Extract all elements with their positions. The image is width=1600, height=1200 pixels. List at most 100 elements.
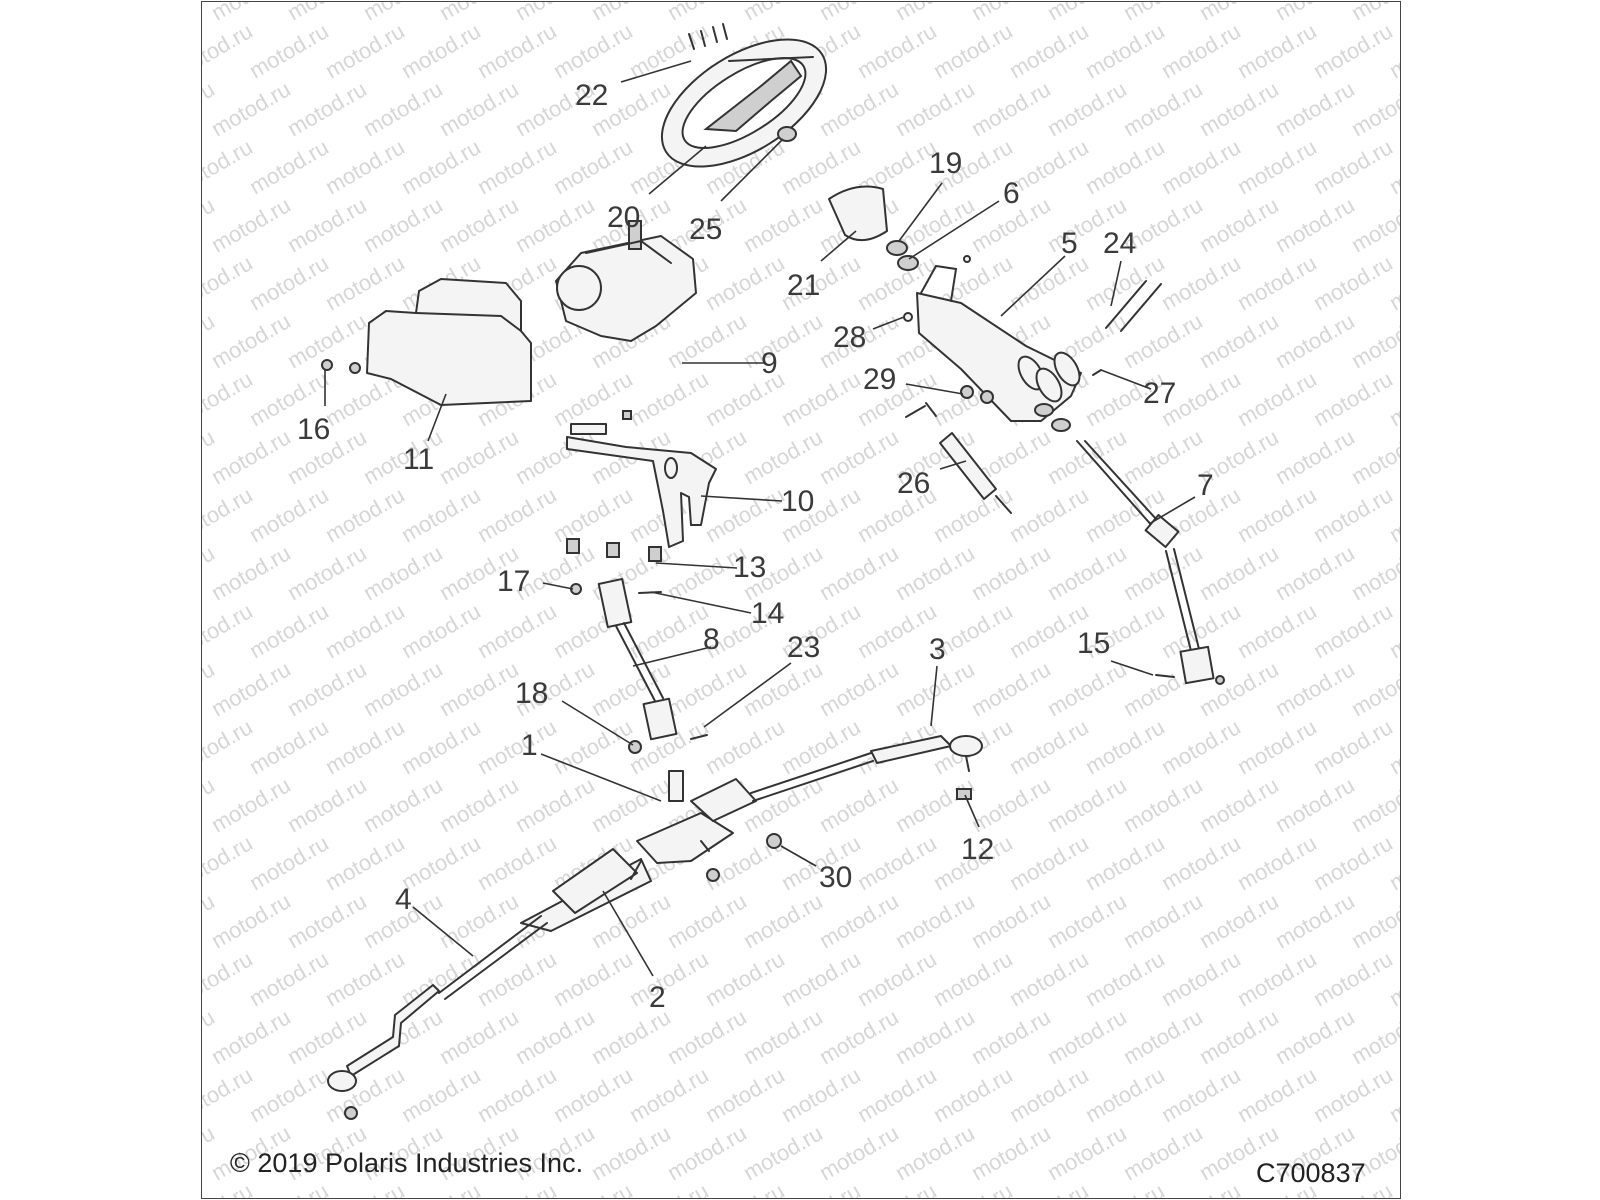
callout-9: 9 [761,347,778,380]
watermark-text: motod.ru [207,540,295,605]
watermark-text: motod.ru [929,18,1017,83]
watermark-text: motod.ru [929,482,1017,547]
watermark-text: motod.ru [1309,1062,1397,1127]
watermark-text: motod.ru [1157,250,1245,315]
watermark-text: motod.ru [1157,18,1245,83]
watermark-text: motod.ru [891,76,979,141]
watermark-text: motod.ru [625,1178,713,1198]
watermark-text: motod.ru [929,946,1017,1011]
watermark-text: motod.ru [1119,76,1207,141]
watermark-text: motod.ru [1309,134,1397,199]
watermark-text: motod.ru [473,1178,561,1198]
watermark-text: motod.ru [815,888,903,953]
watermark-text: motod.ru [815,656,903,721]
watermark-text: motod.ru [587,772,675,837]
watermark-text: motod.ru [967,1120,1055,1185]
watermark-text: motod.ru [1309,482,1397,547]
watermark-text: motod.ru [701,1178,789,1198]
callout-26: 26 [897,467,930,500]
watermark-text: motod.ru [245,482,333,547]
watermark-text: motod.ru [967,772,1055,837]
watermark-text: motod.ru [663,1004,751,1069]
watermark-text: motod.ru [815,424,903,489]
watermark-text: motod.ru [1195,540,1283,605]
watermark-text: motod.ru [207,772,295,837]
callout-22: 22 [575,79,608,112]
callout-21: 21 [787,269,820,302]
watermark-text: motod.ru [245,1062,333,1127]
right-tie-rod [750,735,983,802]
watermark-text: motod.ru [663,888,751,953]
watermark-text: motod.ru [473,1062,561,1127]
watermark-text: motod.ru [1347,888,1400,953]
watermark-text: motod.ru [321,134,409,199]
watermark-text: motod.ru [321,18,409,83]
watermark-text: motod.ru [321,598,409,663]
watermark-text: motod.ru [202,598,257,663]
watermark-text: motod.ru [207,192,295,257]
watermark-text: motod.ru [207,308,295,373]
watermark-text: motod.ru [891,888,979,953]
watermark-layer: motod.rumotod.rumotod.rumotod.rumotod.ru… [202,2,1400,1198]
watermark-text: motod.ru [1233,830,1321,895]
callout-13: 13 [733,551,766,584]
watermark-text: motod.ru [1195,888,1283,953]
watermark-text: motod.ru [1195,308,1283,373]
watermark-text: motod.ru [473,598,561,663]
watermark-text: motod.ru [625,1062,713,1127]
watermark-text: motod.ru [1271,308,1359,373]
watermark-text: motod.ru [701,714,789,779]
watermark-text: motod.ru [967,540,1055,605]
watermark-text: motod.ru [663,1120,751,1185]
watermark-text: motod.ru [202,714,257,779]
watermark-text: motod.ru [473,134,561,199]
watermark-text: motod.ru [1081,18,1169,83]
watermark-text: motod.ru [853,1178,941,1198]
watermark-text: motod.ru [587,1004,675,1069]
watermark-text: motod.ru [435,2,523,25]
watermark-text: motod.ru [1347,540,1400,605]
watermark-text: motod.ru [549,134,637,199]
watermark-text: motod.ru [1309,714,1397,779]
watermark-text: motod.ru [549,1062,637,1127]
watermark-text: motod.ru [1233,18,1321,83]
watermark-text: motod.ru [777,1178,865,1198]
steering-damper [905,402,1012,514]
watermark-text: motod.ru [321,1178,409,1198]
watermark-text: motod.ru [1309,366,1397,431]
watermark-text: motod.ru [1119,2,1207,25]
watermark-text: motod.ru [625,366,713,431]
watermark-text: motod.ru [245,830,333,895]
watermark-text: motod.ru [1005,830,1093,895]
watermark-text: motod.ru [967,888,1055,953]
watermark-text: motod.ru [815,76,903,141]
damper-fasteners [960,385,994,404]
watermark-text: motod.ru [1233,946,1321,1011]
watermark-text: motod.ru [701,946,789,1011]
watermark-text: motod.ru [1347,308,1400,373]
watermark-text: motod.ru [1005,1062,1093,1127]
watermark-text: motod.ru [473,714,561,779]
watermark-text: motod.ru [1119,1120,1207,1185]
left-tie-rod [327,915,548,1120]
column-mount [916,264,1082,422]
watermark-text: motod.ru [1043,540,1131,605]
watermark-text: motod.ru [1005,1178,1093,1198]
watermark-text: motod.ru [1005,714,1093,779]
watermark-text: motod.ru [1233,250,1321,315]
steering-parts-diagram: motod.rumotod.rumotod.rumotod.rumotod.ru… [202,2,1400,1198]
callout-19: 19 [929,147,962,180]
watermark-text: motod.ru [473,482,561,547]
watermark-text: motod.ru [815,1004,903,1069]
watermark-text: motod.ru [967,656,1055,721]
watermark-text: motod.ru [891,2,979,25]
callout-6: 6 [1003,177,1020,210]
watermark-text: motod.ru [1119,888,1207,953]
watermark-text: motod.ru [625,598,713,663]
watermark-text: motod.ru [245,946,333,1011]
callout-28: 28 [833,321,866,354]
watermark-text: motod.ru [397,18,485,83]
watermark-text: motod.ru [701,482,789,547]
watermark-text: motod.ru [207,1004,295,1069]
rack-nuts [706,833,782,882]
